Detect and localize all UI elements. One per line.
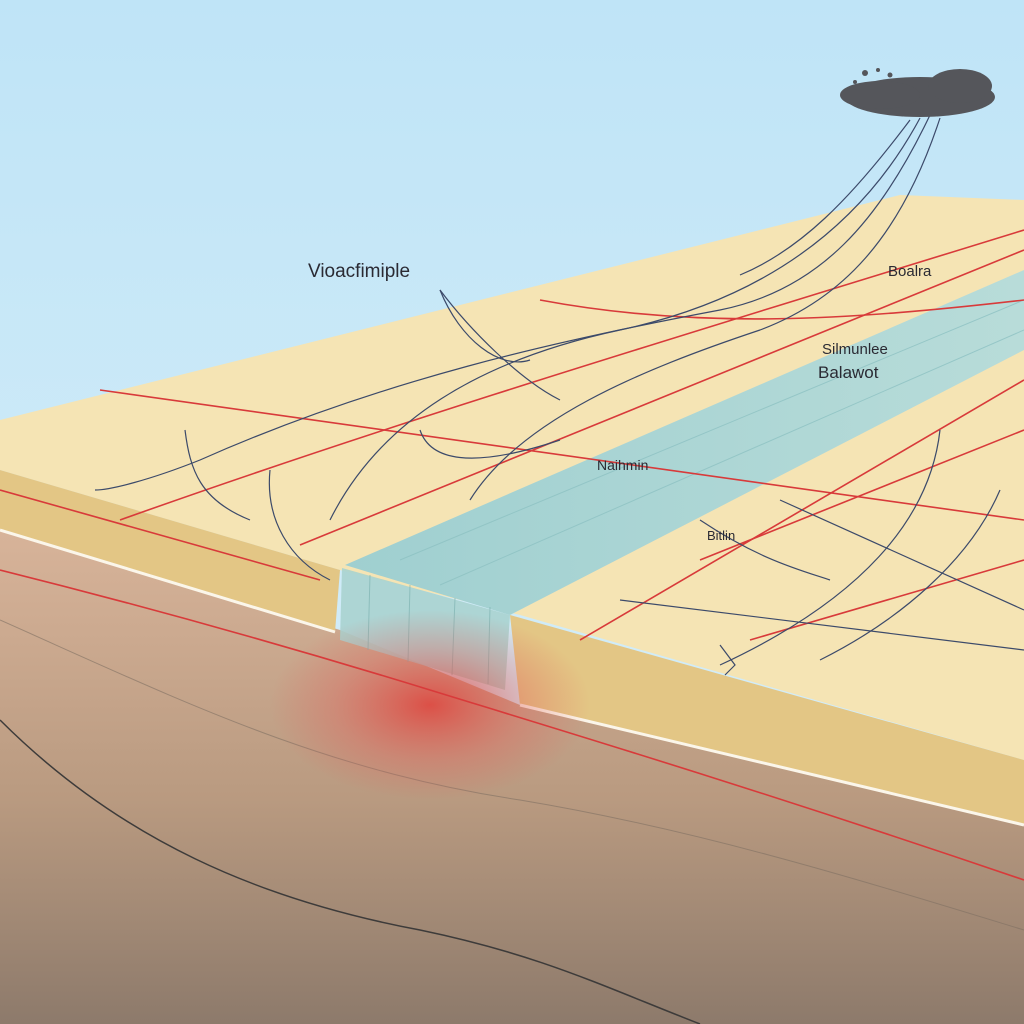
channel-lines [399, 299, 1024, 586]
sensor-wires [94, 114, 1024, 676]
label-channel: Naihmin [597, 457, 648, 473]
left-cliff-face [0, 470, 340, 632]
label-right-mid-1: Silmunlee [822, 341, 888, 358]
cliff-white-edge [0, 528, 1024, 827]
cloud-icon [840, 68, 995, 117]
right-cliff-face [510, 615, 1024, 825]
water-channel [345, 270, 1024, 615]
red-diffusion-plume [270, 610, 590, 800]
label-channel-small: Bitlin [707, 528, 735, 543]
label-right-mid-2: Balawot [818, 363, 879, 382]
ground-contour-line-faint [0, 619, 1024, 931]
label-top-right: Boalra [888, 263, 932, 280]
label-top-left: Vioacfimiple [308, 261, 410, 282]
ground-contour-line [0, 719, 701, 1024]
